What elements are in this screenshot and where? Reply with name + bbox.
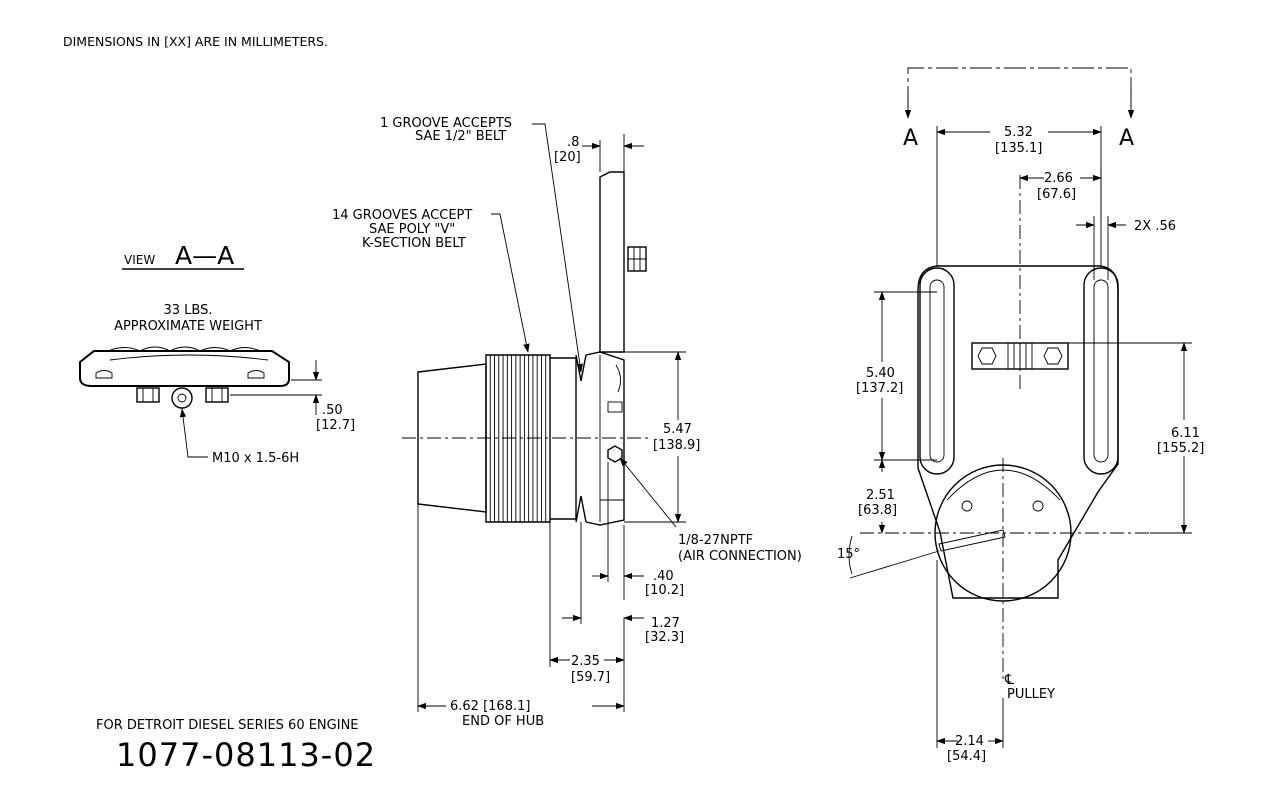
section-body-outline bbox=[79, 350, 290, 387]
dim-611-in: 6.11 bbox=[1171, 426, 1200, 441]
dim-540-mm: [137.2] bbox=[856, 381, 903, 396]
mount-hole-left bbox=[961, 500, 973, 512]
groove1-line2: SAE 1/2" BELT bbox=[415, 129, 506, 144]
end-of-hub-label: END OF HUB bbox=[462, 714, 544, 729]
dim-266-in: 2.66 bbox=[1044, 171, 1073, 186]
hex-nut-left bbox=[977, 347, 997, 365]
dim-532-in: 5.32 bbox=[1004, 125, 1033, 140]
v-groove-top bbox=[575, 354, 587, 382]
angle-15: 15° bbox=[837, 547, 860, 562]
pulley-flange bbox=[585, 351, 625, 526]
dim-251-mm: [63.8] bbox=[858, 503, 897, 518]
v-groove-bottom bbox=[575, 495, 587, 523]
bolt-head-right bbox=[205, 387, 229, 403]
poly-v-groove-section bbox=[485, 354, 551, 523]
thread-callout: M10 x 1.5-6H bbox=[212, 451, 299, 466]
part-number: 1077-08113-02 bbox=[116, 736, 376, 774]
slot-left-inner bbox=[929, 279, 945, 463]
dim-50-mm: [12.7] bbox=[316, 418, 355, 433]
dimensions-note: DIMENSIONS IN [XX] ARE IN MILLIMETERS. bbox=[63, 34, 328, 49]
pulley-label: PULLEY bbox=[1007, 687, 1055, 702]
dim-547-mm: [138.9] bbox=[653, 438, 700, 453]
poly-v-groove-lines bbox=[489, 355, 547, 522]
dim-266-mm: [67.6] bbox=[1037, 187, 1076, 202]
weight-value: 33 LBS. bbox=[164, 303, 213, 318]
section-letter-left: A bbox=[903, 126, 918, 151]
mount-hole-right bbox=[1032, 500, 1044, 512]
dim-547-in: 5.47 bbox=[663, 422, 692, 437]
air-passage bbox=[938, 529, 1006, 552]
threaded-hole-inner bbox=[177, 393, 187, 403]
section-left-bead bbox=[95, 370, 113, 379]
section-inner-contour bbox=[109, 354, 269, 361]
front-view: A A 5.32 [135.1] bbox=[837, 67, 1204, 764]
dim-127-in: 1.27 bbox=[651, 616, 680, 631]
threaded-hole-section bbox=[171, 387, 193, 409]
dim-8-in: .8 bbox=[567, 135, 579, 150]
dim-611-mm: [155.2] bbox=[1157, 441, 1204, 456]
dim-251-in: 2.51 bbox=[866, 488, 895, 503]
engine-note: FOR DETROIT DIESEL SERIES 60 ENGINE bbox=[96, 718, 359, 733]
dim-532-mm: [135.1] bbox=[995, 141, 1042, 156]
dim-662: 6.62 [168.1] bbox=[450, 699, 530, 714]
slot-right-inner bbox=[1093, 279, 1109, 463]
dim-50-in: .50 bbox=[322, 403, 343, 418]
grooves14-line3: K-SECTION BELT bbox=[362, 236, 466, 251]
angle-arc bbox=[848, 535, 853, 575]
air-connection-line1: 1/8-27NPTF bbox=[678, 533, 753, 548]
pulley-body bbox=[550, 357, 577, 520]
hex-nut-right bbox=[1043, 347, 1063, 365]
section-letter-right: A bbox=[1119, 126, 1134, 151]
section-cut-line bbox=[907, 67, 1132, 108]
dim-8-mm: [20] bbox=[554, 150, 581, 165]
slot-right-outer bbox=[1083, 267, 1119, 475]
groove1-line1: 1 GROOVE ACCEPTS bbox=[380, 116, 512, 131]
section-view-a-a: VIEW A—A 33 LBS. APPROXIMATE WEIGHT .50 … bbox=[79, 241, 355, 466]
dim-127-mm: [32.3] bbox=[645, 630, 684, 645]
air-fitting bbox=[607, 445, 623, 463]
weight-label: APPROXIMATE WEIGHT bbox=[114, 319, 262, 334]
dim-214-mm: [54.4] bbox=[947, 749, 986, 764]
centerline-symbol: ℄ bbox=[1004, 672, 1014, 688]
pulley-hub-arc bbox=[946, 469, 1061, 501]
section-right-bead bbox=[247, 370, 265, 379]
dim-235-in: 2.35 bbox=[571, 654, 600, 669]
fitting-stub bbox=[607, 401, 623, 413]
view-label-prefix: VIEW bbox=[124, 253, 155, 267]
air-connection-line2: (AIR CONNECTION) bbox=[678, 549, 802, 564]
section-top-ribs bbox=[107, 346, 261, 352]
grooves14-line2: SAE POLY "V" bbox=[369, 222, 455, 237]
dim-214-in: 2.14 bbox=[955, 734, 984, 749]
dim-2x56: 2X .56 bbox=[1134, 219, 1176, 234]
view-label-letters: A—A bbox=[175, 241, 234, 270]
side-view: .8 [20] 1 GROOVE ACCEPTS SAE 1/2" BELT 1… bbox=[332, 116, 802, 729]
dim-40-in: .40 bbox=[653, 569, 674, 584]
flange-contour bbox=[615, 364, 621, 393]
bracket-plate-upper bbox=[599, 171, 625, 353]
dim-40-mm: [10.2] bbox=[645, 583, 684, 598]
bracket-outline bbox=[917, 265, 1119, 599]
dim-235-mm: [59.7] bbox=[571, 670, 610, 685]
bolt-head-left bbox=[136, 387, 160, 403]
grooves14-line1: 14 GROOVES ACCEPT bbox=[332, 208, 472, 223]
slot-left-outer bbox=[919, 267, 955, 475]
dim-540-in: 5.40 bbox=[866, 366, 895, 381]
